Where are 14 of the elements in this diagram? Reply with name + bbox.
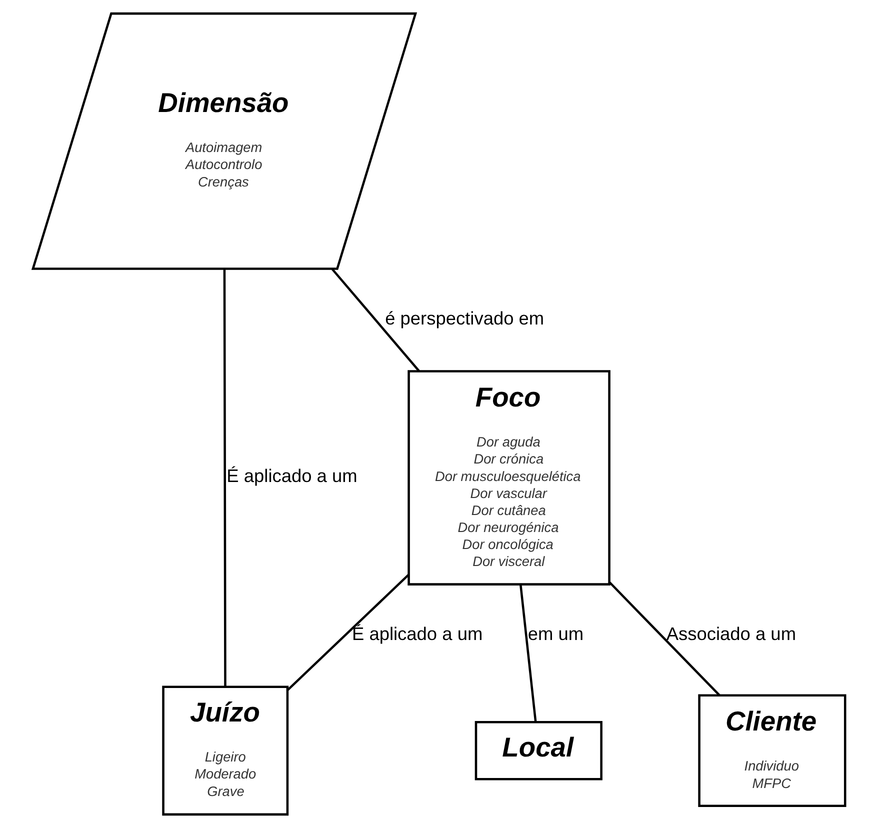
connector [331,268,420,372]
edge-label: é perspectivado em [385,308,544,328]
connector [519,584,537,722]
edge-label: em um [528,623,584,644]
node-box: Cliente Individuo MFPC [698,694,846,807]
connector [286,573,410,690]
connector [608,581,720,696]
edge-label: É aplicado a um [226,466,358,486]
edge-label: É aplicado a um [352,623,483,644]
edge-label: Associado a um [666,623,796,644]
node-box: Foco Dor aguda Dor crónica Dor musculoesquelética Dor vascular Dor cutânea Dor neurogénica Dor oncológica Dor visceral [408,370,610,585]
node-box: Juízo Ligeiro Moderado Grave [162,685,289,816]
node-box: Local [474,720,602,780]
connector [223,268,226,686]
